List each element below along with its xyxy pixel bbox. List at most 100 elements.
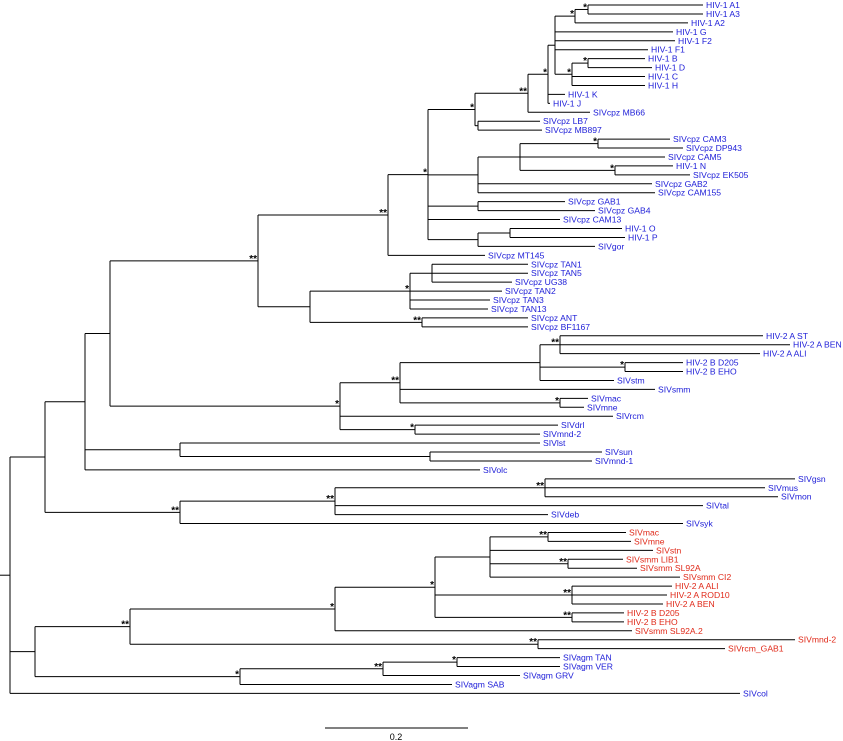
- taxon-label: SIVmnd-2: [798, 635, 836, 645]
- taxon-label: SIVagm VER: [563, 662, 613, 672]
- support-mark: **: [539, 530, 547, 541]
- taxon-label: SIVgor: [598, 241, 624, 251]
- taxon-label: SIVcpz TAN2: [505, 286, 556, 296]
- taxon-label: HIV-2 B D205: [686, 358, 739, 368]
- taxon-label: SIVcpz LB7: [543, 116, 588, 126]
- taxon-label: SIVsmm SL92A.2: [635, 626, 703, 636]
- support-mark: **: [563, 610, 571, 621]
- taxon-label: SIVdrl: [561, 420, 584, 430]
- taxon-label: SIVmac: [591, 393, 622, 403]
- taxon-label: HIV-1 H: [648, 80, 678, 90]
- taxon-label: HIV-1 P: [628, 232, 658, 242]
- taxon-label: HIV-1 K: [568, 89, 598, 99]
- taxon-label: HIV-1 A3: [706, 9, 740, 19]
- taxon-label: HIV-1 J: [553, 98, 581, 108]
- support-mark: *: [543, 67, 547, 78]
- taxon-label: SIVtal: [706, 501, 729, 511]
- scale-bar-label: 0.2: [390, 732, 403, 741]
- taxon-label: SIVcpz GAB4: [598, 206, 651, 216]
- taxon-label: SIVcpz DP943: [686, 143, 742, 153]
- taxon-label: SIVcpz CAM155: [658, 188, 721, 198]
- taxon-label: HIV-1 C: [648, 72, 678, 82]
- taxon-label: SIVsmm CI2: [683, 572, 731, 582]
- support-mark: **: [559, 557, 567, 568]
- taxon-label: SIVmnd-1: [595, 456, 633, 466]
- taxon-label: SIVcpz TAN13: [491, 304, 547, 314]
- taxon-label: HIV-2 B D205: [627, 608, 680, 618]
- taxon-label: SIVmus: [768, 483, 798, 493]
- taxon-label: SIVcpz MB66: [593, 107, 645, 117]
- taxon-label: SIVstn: [656, 545, 682, 555]
- taxon-label: HIV-1 F1: [651, 45, 685, 55]
- taxon-label: HIV-2 A ROD10: [670, 590, 730, 600]
- taxon-label: SIVcpz TAN1: [531, 259, 582, 269]
- taxon-label: SIVmon: [781, 492, 812, 502]
- support-mark: **: [551, 338, 559, 349]
- taxon-label: SIVsmm LIB1: [626, 554, 679, 564]
- taxon-label: SIVmac: [629, 527, 660, 537]
- taxon-label: HIV-1 G: [676, 27, 707, 37]
- taxon-label: SIVsmm SL92A: [640, 563, 701, 573]
- taxon-label: SIVcpz TAN5: [531, 268, 582, 278]
- support-mark: **: [563, 588, 571, 599]
- support-mark: **: [519, 86, 527, 97]
- support-mark: **: [529, 637, 537, 648]
- taxon-label: HIV-1 B: [648, 54, 678, 64]
- support-mark: *: [235, 670, 239, 681]
- taxon-label: HIV-1 A1: [706, 0, 740, 10]
- taxon-label: SIVcpz EK505: [693, 170, 749, 180]
- taxon-label: SIVrcm: [616, 411, 644, 421]
- support-mark: *: [423, 168, 427, 179]
- support-mark: **: [249, 254, 257, 265]
- taxon-label: SIVagm GRV: [523, 671, 574, 681]
- taxon-label: SIVcpz UG38: [515, 277, 567, 287]
- taxon-label: HIV-2 A ALI: [675, 581, 718, 591]
- support-mark: **: [326, 494, 334, 505]
- support-mark: *: [593, 137, 597, 148]
- taxon-label: SIVcpz GAB2: [655, 179, 708, 189]
- taxon-label: SIVstm: [617, 375, 645, 385]
- taxon-label: SIVolc: [483, 465, 508, 475]
- taxon-label: SIVcpz GAB1: [568, 197, 621, 207]
- support-mark: **: [171, 505, 179, 516]
- support-mark: *: [470, 102, 474, 113]
- support-mark: **: [391, 376, 399, 387]
- support-mark: **: [121, 620, 129, 631]
- taxon-label: SIVcpz BF1167: [531, 322, 590, 332]
- support-mark: **: [413, 315, 421, 326]
- taxon-label: SIVmne: [634, 536, 665, 546]
- taxon-label: SIVsun: [605, 447, 633, 457]
- taxon-label: SIVcol: [743, 688, 768, 698]
- taxon-label: SIVcpz MB897: [545, 125, 602, 135]
- support-mark: **: [536, 481, 544, 492]
- taxon-label: SIVagm SAB: [455, 679, 505, 689]
- taxon-label: SIVmne: [587, 402, 618, 412]
- taxon-label: SIVrcm_GAB1: [728, 644, 784, 654]
- support-mark: *: [335, 399, 339, 410]
- taxon-label: HIV-1 F2: [678, 36, 712, 46]
- taxon-label: HIV-2 A BEN: [793, 340, 842, 350]
- taxon-label: SIVagm TAN: [563, 653, 612, 663]
- support-mark: *: [620, 360, 624, 371]
- taxon-label: SIVmnd-2: [543, 429, 581, 439]
- taxon-label: SIVgsn: [798, 474, 826, 484]
- support-mark: *: [555, 396, 559, 407]
- taxon-label: SIVlst: [543, 438, 566, 448]
- taxon-label: HIV-2 A BEN: [666, 599, 715, 609]
- taxon-label: HIV-1 D: [655, 63, 685, 73]
- support-mark: *: [405, 284, 409, 295]
- taxon-label: HIV-2 B EHO: [686, 367, 737, 377]
- taxon-label: HIV-2 A ALI: [763, 349, 806, 359]
- taxon-label: HIV-2 B EHO: [627, 617, 678, 627]
- support-mark: *: [430, 580, 434, 591]
- support-mark: *: [583, 56, 587, 67]
- taxon-label: HIV-1 O: [625, 224, 656, 234]
- taxon-label: SIVcpz CAM3: [673, 134, 727, 144]
- support-mark: *: [570, 9, 574, 20]
- support-mark: *: [567, 67, 571, 78]
- taxon-label: SIVdeb: [551, 510, 579, 520]
- support-mark: *: [583, 2, 587, 13]
- taxon-label: SIVcpz CAM13: [563, 215, 621, 225]
